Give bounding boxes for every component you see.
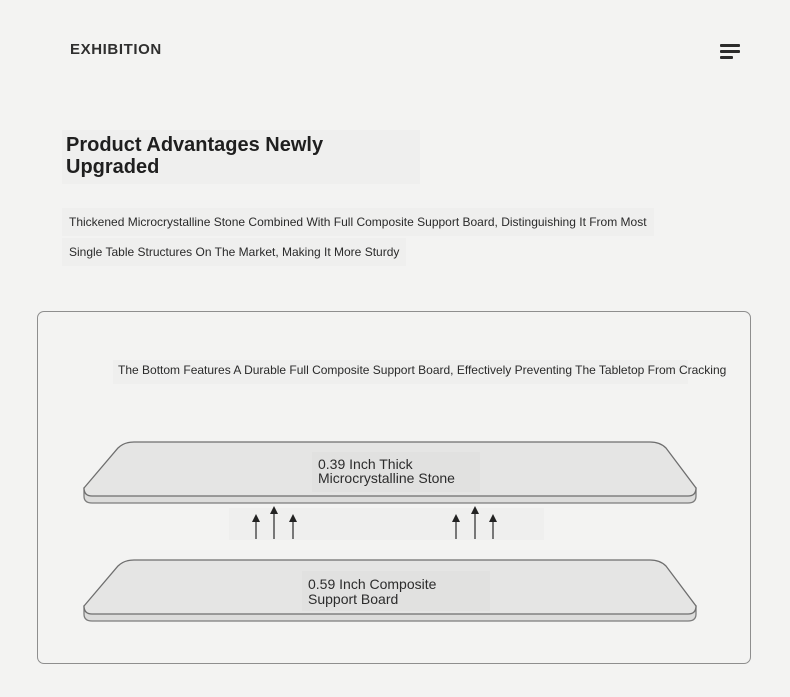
support-layer-label: 0.59 Inch Composite Support Board <box>308 577 436 607</box>
up-arrow-icon <box>471 506 479 539</box>
section-title: Product Advantages Newly Upgraded <box>62 130 420 184</box>
support-board-slab <box>83 559 697 622</box>
stone-layer-label-line-2: Microcrystalline Stone <box>318 470 455 486</box>
section-title-line-2: Upgraded <box>66 156 160 178</box>
diagram-panel <box>37 311 751 664</box>
up-arrow-icon <box>489 514 497 539</box>
brand-title: EXHIBITION <box>70 41 162 58</box>
stone-layer-label: 0.39 Inch Thick Microcrystalline Stone <box>318 457 455 485</box>
section-description-line-2: Single Table Structures On The Market, M… <box>62 238 407 266</box>
section-description-line-1: Thickened Microcrystalline Stone Combine… <box>62 208 654 236</box>
support-layer-label-line-1: 0.59 Inch Composite <box>308 576 437 592</box>
up-arrows <box>229 506 544 540</box>
section-title-line-1: Product Advantages Newly <box>66 134 324 156</box>
support-layer-label-line-2: Support Board <box>308 591 399 607</box>
up-arrow-icon <box>252 514 260 539</box>
diagram-caption: The Bottom Features A Durable Full Compo… <box>113 360 726 384</box>
up-arrow-icon <box>270 506 278 539</box>
up-arrow-icon <box>452 514 460 539</box>
hamburger-menu-icon[interactable] <box>716 41 744 63</box>
stone-slab <box>83 441 697 504</box>
stone-layer-label-line-1: 0.39 Inch Thick <box>318 456 413 472</box>
up-arrow-icon <box>289 514 297 539</box>
